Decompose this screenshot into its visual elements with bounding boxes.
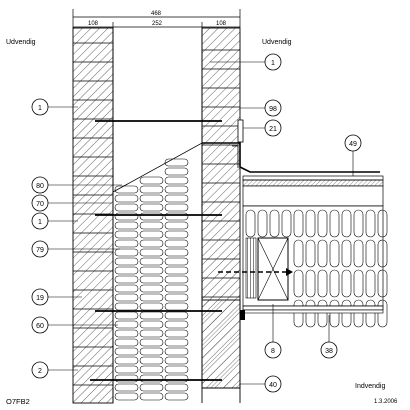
inner-brick-wythe	[201, 27, 241, 389]
ceiling-board	[239, 300, 384, 403]
roof-insulation	[218, 205, 388, 328]
svg-text:19: 19	[36, 295, 44, 302]
callout-left-5: 79	[31, 240, 120, 258]
callout-right-2: 98	[240, 99, 282, 117]
dimension-lines: 468 108 252 108	[72, 9, 241, 30]
callout-left-8: 2	[31, 361, 78, 379]
wall-ties	[90, 120, 222, 381]
drawing-code: O7FB2	[6, 397, 30, 406]
svg-text:80: 80	[36, 183, 44, 190]
svg-text:49: 49	[349, 141, 357, 148]
callout-left-4: 1	[31, 212, 78, 230]
callout-left-1: 1	[31, 98, 78, 116]
svg-text:40: 40	[269, 382, 277, 389]
callout-right-1: 1	[210, 53, 282, 71]
svg-text:38: 38	[325, 348, 333, 355]
dimension-total: 468	[151, 11, 162, 17]
svg-text:79: 79	[36, 247, 44, 254]
roof-deck	[242, 175, 384, 207]
callout-right-5: 8	[264, 304, 282, 359]
svg-text:98: 98	[269, 106, 277, 113]
callouts-left: 1 80 70 1 79 19 60	[31, 98, 122, 379]
dimension-left-wythe: 108	[88, 21, 99, 27]
callout-right-6: 38	[320, 315, 338, 359]
callout-left-6: 19	[31, 288, 82, 306]
dimension-cavity: 252	[152, 21, 163, 27]
svg-text:1: 1	[271, 60, 275, 67]
svg-text:60: 60	[36, 323, 44, 330]
label-outside-left: Udvendig	[6, 39, 36, 46]
svg-text:1: 1	[38, 219, 42, 226]
dimension-right-wythe: 108	[216, 21, 227, 27]
callout-left-3: 70	[31, 194, 112, 212]
callout-right-7: 40	[240, 375, 282, 393]
svg-text:2: 2	[38, 368, 42, 375]
svg-text:1: 1	[38, 105, 42, 112]
cavity-insulation	[112, 28, 203, 403]
callout-left-7: 60	[31, 316, 118, 334]
svg-text:8: 8	[271, 348, 275, 355]
callout-right-3: 21	[243, 119, 282, 137]
callouts-right: 1 98 21 49 8 38 40	[210, 53, 362, 393]
svg-text:21: 21	[269, 126, 277, 133]
callout-right-4: 49	[344, 134, 362, 176]
callout-left-2: 80	[31, 176, 122, 194]
roof-flashing	[202, 119, 380, 173]
label-outside-right: Udvendig	[262, 39, 292, 46]
label-inside: Indvendig	[355, 383, 385, 390]
svg-text:70: 70	[36, 201, 44, 208]
drawing-date: 1.3.2006	[374, 399, 398, 405]
